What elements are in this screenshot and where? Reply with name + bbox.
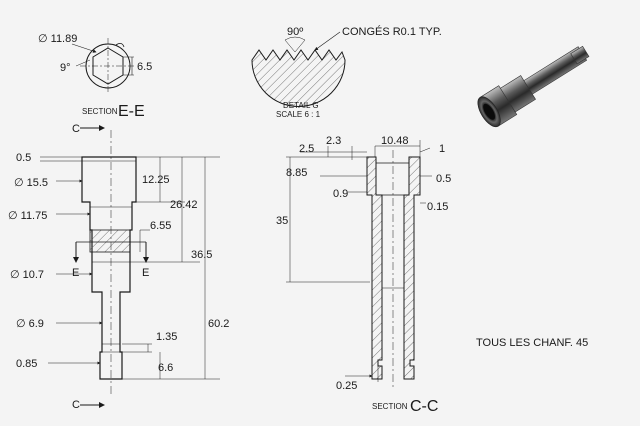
section-ee-view: ∅ 11.89 9° 6.5 SECTION E-E <box>38 33 152 120</box>
dim-d10-7: ∅ 10.7 <box>10 269 44 281</box>
dim-d11-75: ∅ 11.75 <box>8 210 47 222</box>
dim-36-5: 36.5 <box>191 249 212 261</box>
cc-section-letter: C-C <box>410 398 438 415</box>
cc-dim-2-3: 2.3 <box>326 135 341 147</box>
cut-e-right: E <box>142 267 149 279</box>
section-cc-view: 2.5 2.3 10.48 1 8.85 0.5 0.9 0.15 35 0.2… <box>276 135 451 415</box>
dim-12-25: 12.25 <box>142 174 170 186</box>
dim-60-2: 60.2 <box>208 318 229 330</box>
chamfer-note: TOUS LES CHANF. 45 <box>476 337 588 349</box>
ee-angle-dim: 9° <box>60 62 71 74</box>
detail-g-title: DETAIL G <box>283 101 319 110</box>
dim-d15-5: ∅ 15.5 <box>14 177 48 189</box>
cc-dim-1: 1 <box>439 143 445 155</box>
cut-c-top: C <box>72 123 80 135</box>
dim-26-42: 26.42 <box>170 199 198 211</box>
side-view: C C E E <box>8 123 229 411</box>
detail-g-scale: SCALE 6 : 1 <box>276 110 321 119</box>
cc-dim-0-5: 0.5 <box>436 173 451 185</box>
ee-width-dim: 6.5 <box>137 61 152 73</box>
detail-g-angle: 90º <box>287 26 303 38</box>
cc-dim-0-9: 0.9 <box>333 188 348 200</box>
dim-0-5: 0.5 <box>16 152 31 164</box>
ee-diameter-dim: ∅ 11.89 <box>38 33 77 45</box>
cc-dim-35: 35 <box>276 215 288 227</box>
detail-g-fillet-note: CONGÉS R0.1 TYP. <box>342 25 442 38</box>
cc-dim-10-48: 10.48 <box>381 135 409 147</box>
dim-d6-9: ∅ 6.9 <box>16 318 44 330</box>
dim-0-85: 0.85 <box>16 358 37 370</box>
cc-dim-0-25: 0.25 <box>336 380 357 392</box>
cc-dim-8-85: 8.85 <box>286 167 307 179</box>
isometric-view <box>477 45 590 128</box>
ee-section-letter: E-E <box>118 103 145 120</box>
ee-section-label: SECTION <box>82 107 118 116</box>
cut-e-left: E <box>72 267 79 279</box>
dim-1-35: 1.35 <box>156 331 177 343</box>
dim-6-55: 6.55 <box>150 220 171 232</box>
cc-dim-2-5: 2.5 <box>299 143 314 155</box>
dim-6-6: 6.6 <box>158 362 173 374</box>
cc-section-label: SECTION <box>372 402 408 411</box>
cc-dim-0-15: 0.15 <box>427 201 448 213</box>
detail-g-view: 90º CONGÉS R0.1 TYP. DETAIL G SCALE 6 : … <box>251 25 442 119</box>
cut-c-bottom: C <box>72 399 80 411</box>
